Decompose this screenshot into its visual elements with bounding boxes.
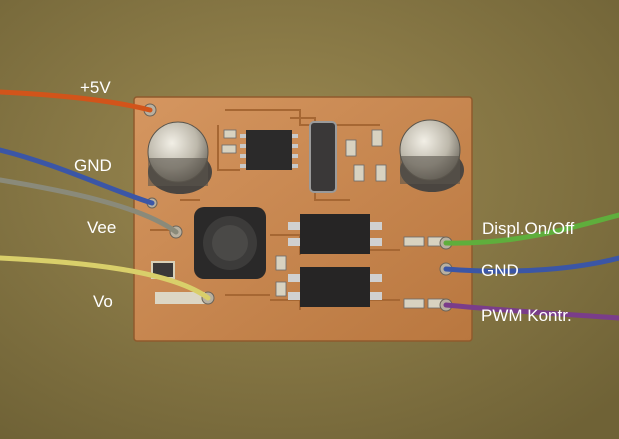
capacitor-left: [147, 121, 212, 194]
ic-chip: [240, 130, 298, 170]
wire-gnd-blue: [0, 147, 155, 206]
wire-5v-red: [0, 89, 153, 113]
label-displ-onoff: Displ.On/Off: [482, 219, 575, 238]
inductor: [194, 207, 266, 279]
label-gnd-left: GND: [74, 156, 112, 175]
smd-parts-top: [221, 129, 387, 182]
wire-pwm-purple: [443, 302, 619, 321]
label-pwm-kontr: PWM Kontr.: [481, 306, 572, 325]
wire-vo-yellow: [0, 255, 211, 301]
pad-vo: [155, 292, 210, 304]
wire-vee-grey: [0, 177, 179, 235]
smd-resistors-right: [275, 236, 445, 309]
wire-gnd-right-blue: [443, 255, 619, 274]
diode: [309, 121, 337, 193]
label-vee: Vee: [87, 218, 117, 237]
label-gnd-right: GND: [481, 261, 519, 280]
label-plus5v: +5V: [80, 78, 111, 97]
optocoupler-bottom: [288, 267, 382, 307]
wire-displ-green: [443, 212, 619, 246]
optocoupler-top: [288, 214, 382, 254]
wires: [0, 89, 619, 321]
capacitor-right: [399, 119, 464, 192]
label-vo: Vo: [93, 292, 113, 311]
